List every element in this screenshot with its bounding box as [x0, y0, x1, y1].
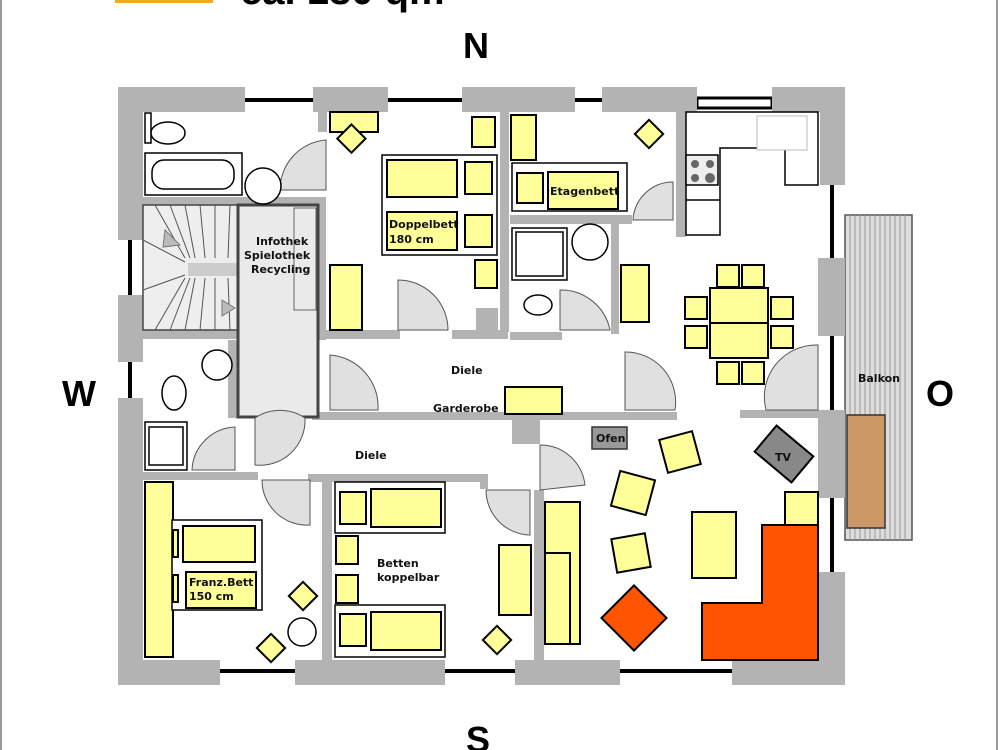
staircase: [142, 204, 239, 331]
label-balkon: Balkon: [858, 372, 900, 385]
balcony-table: [846, 414, 886, 529]
sink-icon: [244, 167, 282, 205]
garderobe-bench: [504, 386, 563, 415]
label-betten-koppelbar: Betten koppelbar: [377, 557, 440, 584]
french-bed: [185, 571, 257, 609]
window: [695, 96, 774, 110]
walls: [118, 87, 845, 685]
bunk-bed: [547, 171, 619, 210]
compass-east: O: [926, 373, 954, 414]
bedroom-franz: [144, 481, 319, 664]
toilet-icon: [161, 375, 187, 411]
stove-ofen: [591, 426, 628, 450]
bathroom-lower: [144, 349, 233, 471]
infothek-room: [236, 203, 320, 419]
label-ofen: Ofen: [596, 432, 625, 445]
label-garderobe: Garderobe: [433, 402, 499, 415]
title-badge: [115, 0, 213, 3]
living-room: [544, 424, 819, 661]
bathtub-icon: [151, 159, 235, 190]
corner-sofa: [701, 524, 819, 661]
furniture-upper: [329, 111, 665, 331]
compass-west: W: [62, 373, 96, 414]
door-swings: [191, 139, 819, 536]
coffee-table: [691, 511, 737, 579]
label-diele-lower: Diele: [355, 449, 387, 462]
label-diele-upper: Diele: [451, 364, 483, 377]
label-doppelbett: Doppelbett 180 cm: [389, 218, 462, 246]
tv-icon: [753, 424, 815, 484]
toilet-icon: [150, 121, 186, 145]
sink-icon: [201, 349, 233, 381]
armchair: [600, 584, 668, 652]
bedroom-koppelbar: [334, 481, 532, 658]
dining-table: [684, 264, 794, 385]
label-franz-bett: Franz.Bett 150 cm: [189, 576, 257, 603]
kitchen-sink-icon: [756, 115, 808, 151]
double-bed: [386, 211, 458, 251]
area-title: ca. 180 qm: [240, 0, 445, 13]
compass-north: N: [463, 25, 489, 66]
label-tv: TV: [775, 451, 792, 464]
kitchen: [685, 111, 819, 236]
balcony: [844, 214, 913, 541]
label-etagenbett: Etagenbett: [550, 185, 619, 198]
bathroom-top: [144, 112, 282, 205]
compass-south: S: [466, 719, 490, 750]
label-infothek: Infothek Spielothek Recycling: [244, 235, 314, 276]
